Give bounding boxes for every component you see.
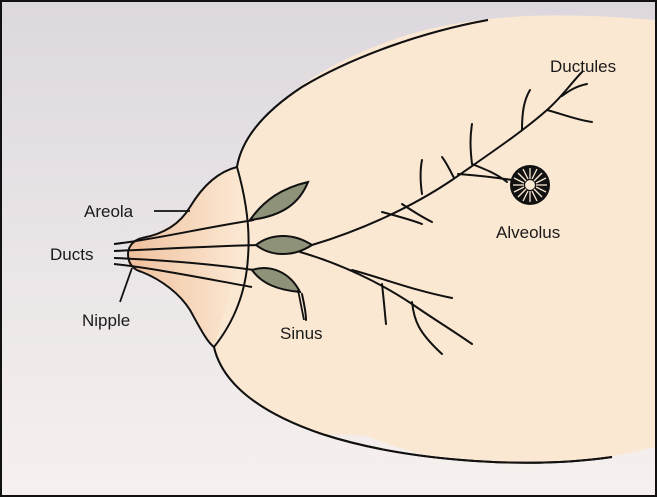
label-nipple: Nipple [82, 311, 130, 330]
label-sinus: Sinus [280, 324, 323, 343]
label-ductules: Ductules [550, 57, 616, 76]
label-ducts: Ducts [50, 245, 93, 264]
label-areola: Areola [84, 202, 134, 221]
alveolus-icon [510, 165, 550, 205]
label-alveolus: Alveolus [496, 223, 560, 242]
